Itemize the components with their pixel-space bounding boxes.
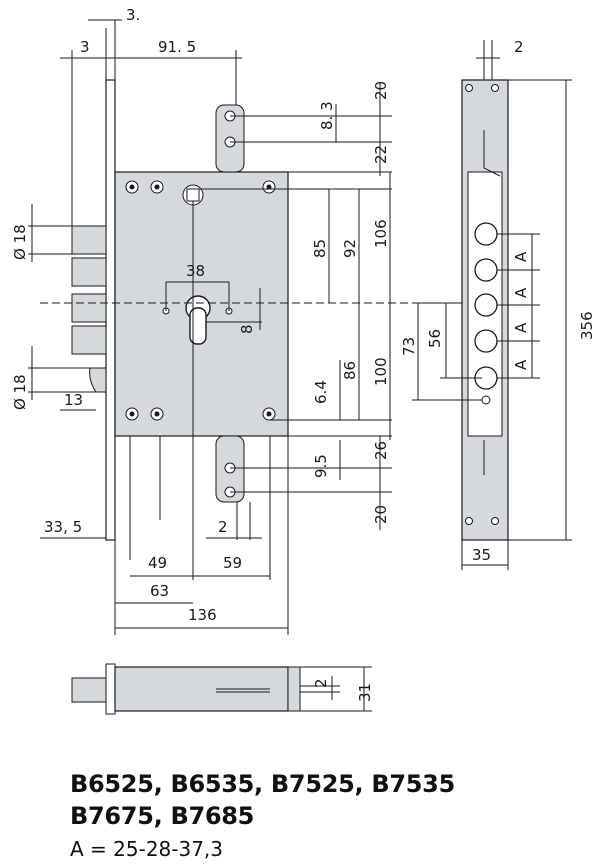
dim-35: 35 [472, 546, 491, 564]
construction-lines [71, 20, 289, 635]
dim-22: 22 [372, 145, 390, 164]
dim-3: 3 [80, 38, 90, 56]
lock-technical-drawing: 3. 3 91. 5 20 8. 3 22 106 85 92 86 100 6… [11, 6, 596, 715]
top-dimensions: 3. 3 91. 5 [60, 6, 242, 59]
dim-63: 63 [150, 582, 169, 600]
dim-31: 31 [356, 683, 374, 702]
dim-2-side: 2 [312, 678, 330, 688]
left-dimensions: Ø 18 Ø 18 13 [11, 204, 106, 411]
a-dimension-note: A = 25-28-37,3 [70, 837, 224, 861]
model-line-2: B7675, B7685 [70, 802, 255, 830]
dim-92: 92 [341, 239, 359, 258]
dim-86: 86 [341, 361, 359, 380]
cylinder-dimensions: 38 8 [165, 262, 262, 334]
dim-3-top: 3. [126, 6, 140, 24]
right-dimensions: 20 8. 3 22 106 85 92 86 100 6.4 9.5 26 2… [199, 81, 392, 530]
dim-diameter-18-top: Ø 18 [11, 224, 29, 260]
dim-13: 13 [64, 391, 83, 409]
deadbolts [71, 225, 107, 355]
dim-20-bottom: 20 [372, 505, 390, 524]
dim-106: 106 [372, 219, 390, 248]
follower-hub [182, 184, 204, 206]
faceplate [105, 79, 116, 541]
bottom-dimensions: 33, 5 2 49 59 63 136 [40, 518, 288, 629]
latch [89, 367, 107, 393]
model-list: B6525, B6535, B7525, B7535 B7675, B7685 [70, 768, 590, 832]
dim-49: 49 [148, 554, 167, 572]
top-connector [215, 104, 245, 173]
dim-356: 356 [578, 311, 596, 340]
dim-56: 56 [426, 329, 444, 348]
dim-diameter-18-bottom: Ø 18 [11, 374, 29, 410]
dim-38: 38 [186, 262, 205, 280]
faceplate-side-view [461, 79, 509, 541]
dim-85: 85 [311, 239, 329, 258]
dim-2-strip: 2 [514, 38, 524, 56]
dim-2-small: 2 [218, 518, 228, 536]
dim-a-4: A [512, 359, 530, 370]
model-line-1: B6525, B6535, B7525, B7535 [70, 770, 455, 798]
dim-a-1: A [512, 251, 530, 262]
dim-8-3: 8. 3 [318, 101, 336, 130]
dim-a-3: A [512, 322, 530, 333]
dim-8: 8 [238, 324, 256, 334]
dim-100: 100 [372, 357, 390, 386]
dim-59: 59 [223, 554, 242, 572]
dim-136: 136 [188, 606, 217, 624]
dim-9-5: 9.5 [312, 454, 330, 478]
dim-91-5: 91. 5 [158, 38, 196, 56]
dim-6-4: 6.4 [312, 380, 330, 404]
side-dimensions: 2 356 35 A A A A 73 56 [400, 38, 596, 570]
dim-20-top: 20 [372, 81, 390, 100]
case-screws [125, 180, 276, 421]
dim-73: 73 [400, 337, 418, 356]
dim-a-2: A [512, 287, 530, 298]
bottom-connector [215, 435, 245, 503]
lock-top-view: 2 31 [71, 663, 374, 715]
dim-33-5: 33, 5 [44, 518, 82, 536]
dim-26: 26 [372, 441, 390, 460]
